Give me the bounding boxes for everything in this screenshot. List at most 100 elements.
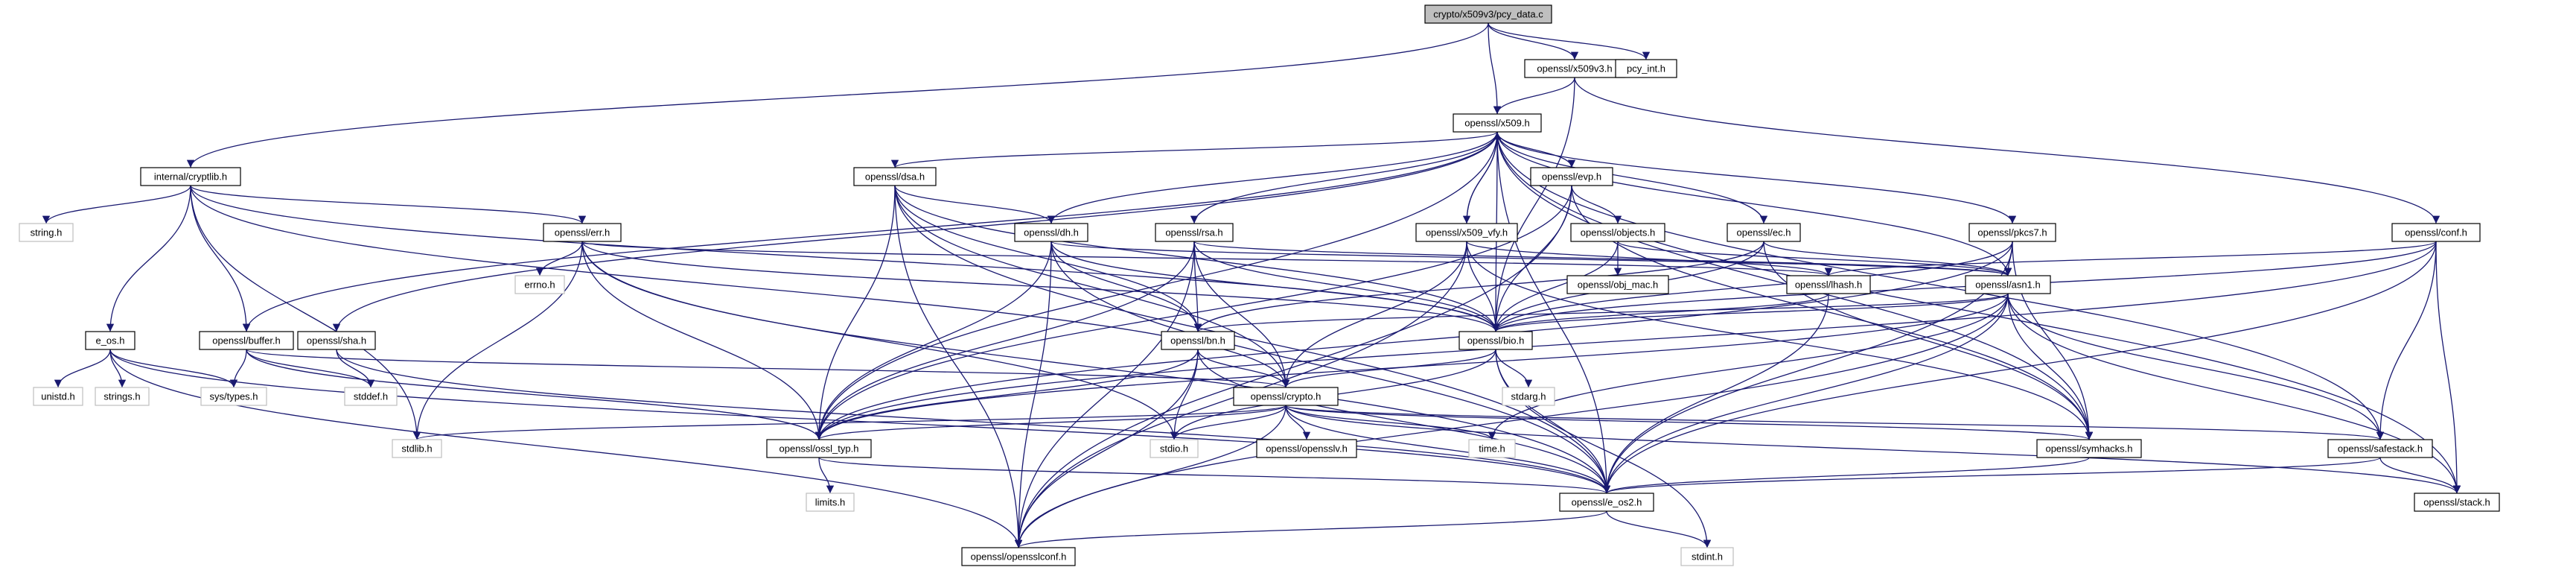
node-err[interactable]: openssl/err.h [543, 223, 622, 242]
node-ossl_typ[interactable]: openssl/ossl_typ.h [766, 439, 872, 458]
node-box [1968, 223, 2056, 242]
edge-x509-to-asn1 [1496, 131, 2012, 276]
node-box [543, 223, 622, 242]
node-box [1161, 331, 1235, 350]
edge-ec-to-asn1 [1763, 241, 2012, 276]
edge-sha-to-e_os2 [336, 349, 1611, 494]
node-opensslconf[interactable]: openssl/opensslconf.h [961, 547, 1076, 566]
node-lhash[interactable]: openssl/lhash.h [1786, 275, 1871, 294]
node-label: errno.h [524, 279, 555, 291]
node-box [1570, 223, 1665, 242]
edge-bn-to-opensslconf [1014, 349, 1199, 548]
node-label: openssl/dsa.h [865, 171, 925, 183]
edge-x509-to-dsa [891, 131, 1498, 168]
edge-buffer-to-ossl_typ [246, 349, 823, 440]
node-x509v3[interactable]: openssl/x509v3.h [1524, 59, 1625, 78]
node-label: strings.h [103, 391, 140, 402]
node-crypto[interactable]: openssl/crypto.h [1233, 387, 1339, 406]
edge-evp-to-ossl_typ [814, 185, 1572, 440]
node-pcy_data: crypto/x509v3/pcy_data.c [1424, 4, 1552, 24]
edge-x509_vfy-to-x509 [1466, 131, 1502, 224]
edge-ec-to-bn [1193, 241, 1764, 332]
node-x509_vfy[interactable]: openssl/x509_vfy.h [1415, 223, 1518, 242]
edge-dh-to-bn [1051, 241, 1202, 332]
node-x509[interactable]: openssl/x509.h [1453, 113, 1542, 133]
edge-x509-to-ossl_typ [814, 131, 1498, 440]
node-pkcs7[interactable]: openssl/pkcs7.h [1968, 223, 2056, 242]
node-obj_mac[interactable]: openssl/obj_mac.h [1566, 275, 1669, 294]
edge-conf-to-stack [2435, 241, 2461, 494]
node-buffer[interactable]: openssl/buffer.h [199, 331, 294, 350]
node-stack[interactable]: openssl/stack.h [2414, 493, 2500, 512]
edge-x509-to-pkcs7 [1496, 131, 2017, 224]
node-label: openssl/objects.h [1581, 227, 1655, 238]
node-ec[interactable]: openssl/ec.h [1727, 223, 1801, 242]
node-label: openssl/symhacks.h [2045, 443, 2132, 455]
edge-buffer-to-stddef [246, 349, 375, 388]
edge-e_os-to-e_os2 [109, 349, 1610, 494]
edge-conf-to-ossl_typ [814, 241, 2437, 440]
node-rsa[interactable]: openssl/rsa.h [1155, 223, 1234, 242]
edge-bio-to-e_os2 [1495, 349, 1611, 494]
node-label: openssl/sha.h [307, 335, 366, 346]
node-label: openssl/buffer.h [212, 335, 281, 346]
edge-asn1-to-bio [1492, 293, 2009, 332]
node-label: sys/types.h [209, 391, 258, 402]
node-label: openssl/e_os2.h [1572, 497, 1642, 508]
node-dsa[interactable]: openssl/dsa.h [853, 167, 937, 186]
node-box [2391, 223, 2481, 242]
node-pcy_int[interactable]: pcy_int.h [1615, 59, 1677, 78]
edge-rsa-to-asn1 [1193, 241, 2012, 276]
node-box [1786, 275, 1871, 294]
node-evp[interactable]: openssl/evp.h [1530, 167, 1613, 186]
node-box [1424, 4, 1552, 24]
edge-conf-to-safestack [2376, 241, 2437, 440]
node-asn1[interactable]: openssl/asn1.h [1965, 275, 2051, 294]
node-label: openssl/asn1.h [1975, 279, 2040, 291]
node-box [2036, 439, 2142, 458]
node-box [85, 331, 136, 350]
node-strings: strings.h [95, 387, 150, 406]
edge-objects-to-asn1 [1617, 241, 2012, 276]
edge-asn1-to-symhacks [2007, 293, 2094, 440]
edge-dsa-to-dh [894, 185, 1056, 224]
node-e_os[interactable]: e_os.h [85, 331, 136, 350]
node-bio[interactable]: openssl/bio.h [1458, 331, 1533, 350]
node-cryptlib[interactable]: internal/cryptlib.h [140, 167, 241, 186]
node-label: stdint.h [1692, 551, 1723, 563]
node-string: string.h [19, 223, 74, 242]
edge-crypto-to-stdlib [413, 405, 1287, 440]
edge-evp-to-objects [1571, 185, 1622, 224]
edge-x509_vfy-to-symhacks [1466, 241, 2094, 440]
node-dh[interactable]: openssl/dh.h [1014, 223, 1088, 242]
edge-bio-to-stdint [1495, 349, 1712, 548]
node-label: openssl/x509_vfy.h [1426, 227, 1508, 238]
node-symhacks[interactable]: openssl/symhacks.h [2036, 439, 2142, 458]
node-label: internal/cryptlib.h [154, 171, 227, 183]
node-conf[interactable]: openssl/conf.h [2391, 223, 2481, 242]
node-box [1468, 439, 1516, 458]
node-label: openssl/rsa.h [1165, 227, 1222, 238]
node-label: openssl/ossl_typ.h [780, 443, 859, 455]
node-stdlib: stdlib.h [392, 439, 442, 458]
node-limits: limits.h [806, 493, 855, 512]
edge-bio-to-stdarg [1495, 349, 1533, 388]
edge-dsa-to-crypto [894, 185, 1290, 388]
edge-err-to-stdio [581, 241, 1179, 440]
node-e_os2[interactable]: openssl/e_os2.h [1559, 493, 1654, 512]
node-label: openssl/bio.h [1467, 335, 1525, 346]
edge-layer [42, 22, 2461, 548]
node-opensslv[interactable]: openssl/opensslv.h [1256, 439, 1357, 458]
edge-dsa-to-ossl_typ [814, 185, 896, 440]
node-safestack[interactable]: openssl/safestack.h [2327, 439, 2433, 458]
edge-x509-to-e_os2 [1496, 131, 1611, 494]
edge-pkcs7-to-ossl_typ [814, 241, 2013, 440]
node-sha[interactable]: openssl/sha.h [297, 331, 376, 350]
edge-crypto-to-time [1285, 405, 1496, 440]
edge-err-to-ossl_typ [581, 241, 823, 440]
edge-crypto-to-symhacks [1285, 405, 2093, 440]
node-box [1014, 223, 1088, 242]
edge-crypto-to-e_os2 [1285, 405, 1611, 494]
node-bn[interactable]: openssl/bn.h [1161, 331, 1235, 350]
node-objects[interactable]: openssl/objects.h [1570, 223, 1665, 242]
